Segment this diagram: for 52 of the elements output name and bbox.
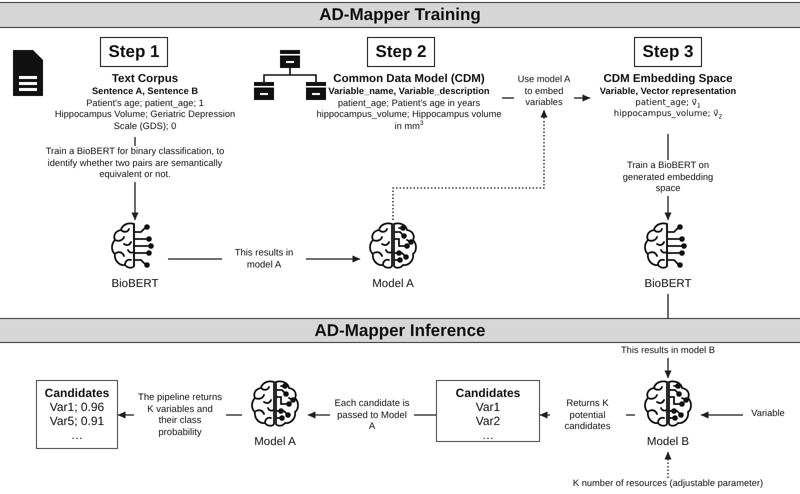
section-title-band: AD-Mapper Training (0, 2, 800, 28)
model-label: Model A (253, 436, 297, 448)
parameter-note: K number of resources (adjustable parameter) (558, 478, 778, 491)
model-label: Model A (371, 278, 415, 290)
connector-line (667, 294, 669, 318)
column-names: Variable_name, Variable_description (327, 86, 491, 98)
candidates-box (36, 380, 118, 449)
arrow (574, 94, 590, 102)
arrow (664, 196, 672, 220)
model-label: BioBERT (643, 278, 693, 290)
candidate-entry: Var2 (474, 414, 502, 428)
section-title-band: AD-Mapper Inference (0, 318, 800, 343)
column-names: Sentence A, Sentence B (90, 86, 200, 98)
column-names: Variable, Vector representation (598, 86, 738, 98)
arrow (132, 182, 138, 220)
candidate-entry: … (70, 428, 84, 442)
candidates-box (436, 380, 540, 442)
box-heading: Candidates (44, 386, 110, 400)
edge-label: Returns K potential candidates (550, 398, 626, 432)
dotted-arrow (664, 452, 672, 478)
example-row-text: patient_age; v⃗$_{1}$ (634, 98, 702, 109)
example-row: hippocampus_volume; Hippocampus volume in mm$^{3}$ (316, 109, 502, 132)
example-row-text: patient_age; Patient's age in years (336, 98, 482, 109)
step-description: This results in model B (590, 345, 746, 358)
step-description: Use model A to embed variables (514, 74, 574, 110)
example-row-text: Patient's age; patient_age; 1 (85, 98, 205, 109)
step-description: Train a BioBERT on generated embedding space (613, 160, 723, 196)
input-label: Variable (743, 408, 793, 421)
edge-label: This results in model A (222, 248, 306, 270)
edge-label: The pipeline returns K variables and their class probability (134, 392, 226, 438)
dataset-heading: Text Corpus (110, 72, 180, 86)
connector-line (134, 137, 136, 146)
candidate-entry: … (481, 428, 495, 442)
step-box: Step 3 (634, 37, 702, 67)
candidate-entry: Var1; 0.96 (48, 400, 106, 414)
example-row-text: Hippocampus Volume; Geriatric Depression Scale (GDS); 0 (54, 109, 236, 132)
example-row-text: hippocampus_volume; v⃗$_{2}$ (612, 109, 724, 120)
candidate-entry: Var1 (474, 400, 502, 414)
candidate-entry: Var5; 0.91 (48, 414, 106, 428)
connector-line (667, 134, 669, 160)
model-label: BioBERT (110, 278, 160, 290)
box-heading: Candidates (454, 386, 522, 400)
dotted-arrow (392, 110, 548, 220)
dataset-heading: CDM Embedding Space (602, 72, 734, 86)
model-label: Model B (646, 436, 690, 448)
arrow (664, 358, 672, 378)
step-description: Train a BioBERT for binary classification, to identify whether two pairs are semantically equivalent or not. (30, 146, 240, 182)
arrow (700, 412, 743, 418)
step-box: Step 2 (367, 37, 435, 67)
connector-line (502, 97, 514, 99)
dataset-heading: Common Data Model (CDM) (332, 72, 486, 86)
step-box: Step 1 (100, 37, 168, 67)
